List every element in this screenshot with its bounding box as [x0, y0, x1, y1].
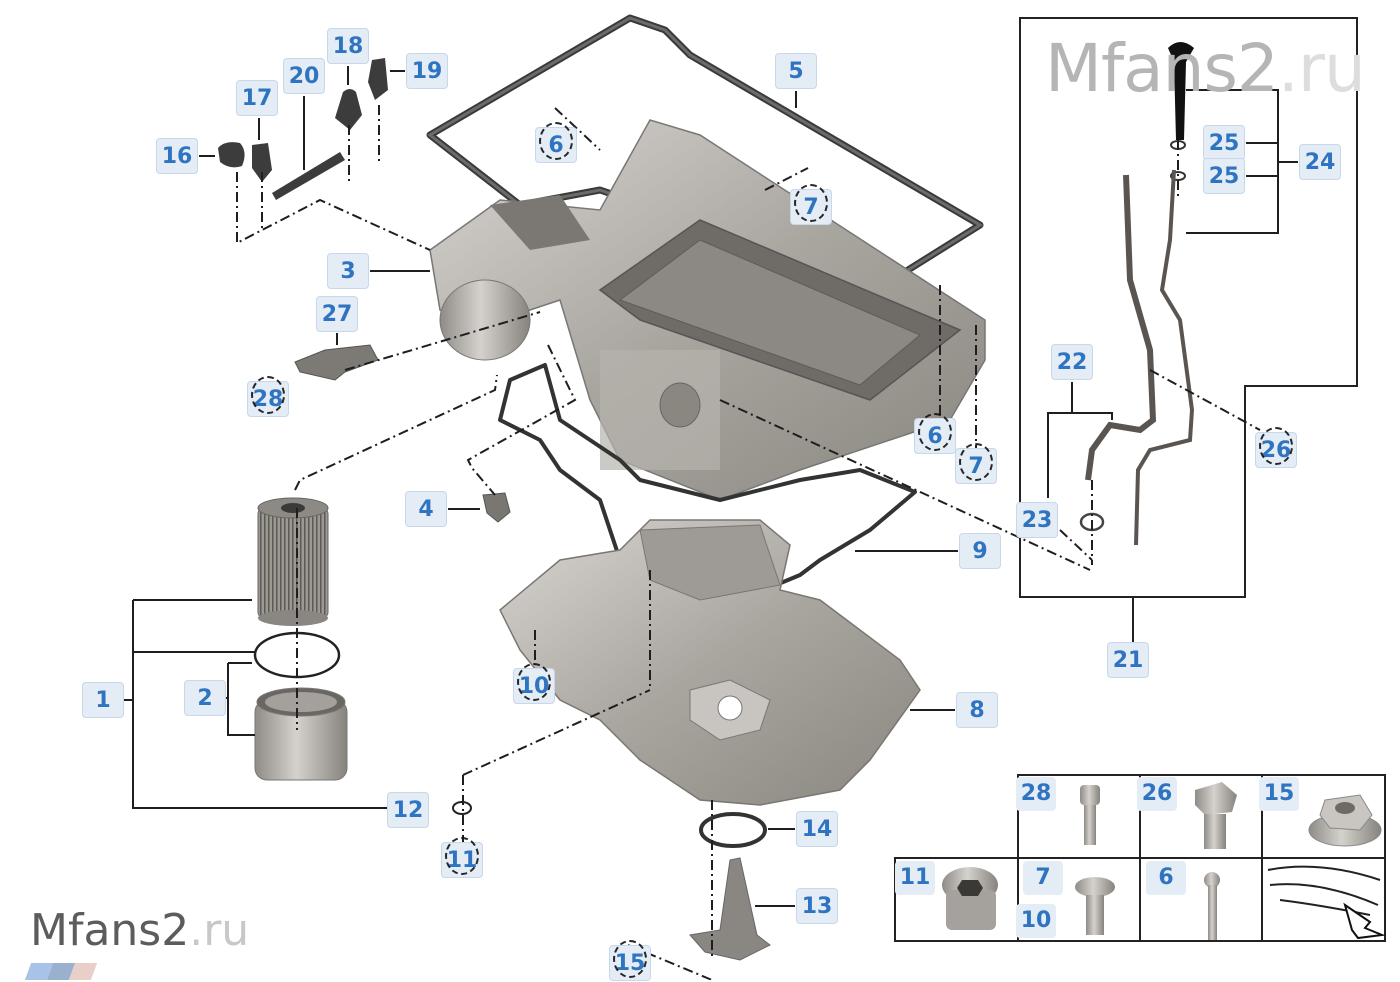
callout-part-15[interactable]: 15 [609, 940, 651, 981]
seal-part-12 [452, 801, 472, 815]
callout-part-21[interactable]: 21 [1107, 642, 1149, 678]
grid-label-11[interactable]: 11 [895, 861, 935, 895]
grid-label-10[interactable]: 10 [1016, 904, 1056, 938]
callout-part-25[interactable]: 25 [1203, 125, 1245, 161]
callout-part-11[interactable]: 11 [441, 837, 483, 878]
oil-sensor-part-27 [294, 344, 379, 381]
callout-part-8[interactable]: 8 [956, 692, 998, 728]
callout-part-22[interactable]: 22 [1051, 344, 1093, 380]
oil-level-sensor-part-13 [689, 857, 771, 961]
watermark-bottom: Mfans2.ru [30, 905, 250, 956]
dipstick-handle [1168, 42, 1194, 140]
oil-filter-cover [254, 687, 348, 781]
callout-part-5[interactable]: 5 [775, 53, 817, 89]
callout-part-20[interactable]: 20 [283, 58, 325, 94]
callout-part-18[interactable]: 18 [327, 28, 369, 64]
callout-part-17[interactable]: 17 [236, 80, 278, 116]
callout-part-6[interactable]: 6 [914, 413, 956, 454]
callout-part-19[interactable]: 19 [406, 53, 448, 89]
callout-part-6[interactable]: 6 [535, 122, 577, 163]
fastener-illustrations [942, 782, 1386, 940]
callout-part-4[interactable]: 4 [405, 491, 447, 527]
oil-switch-part-4 [482, 492, 511, 523]
callout-part-27[interactable]: 27 [316, 296, 358, 332]
filter-housing [439, 279, 531, 361]
dipstick-guide-tube-part-21 [1134, 169, 1195, 546]
callout-part-9[interactable]: 9 [959, 533, 1001, 569]
callout-part-3[interactable]: 3 [327, 253, 369, 289]
leader-lines [124, 66, 1298, 907]
dashed-leader-lines [236, 105, 1261, 980]
callout-part-12[interactable]: 12 [387, 792, 429, 828]
callout-part-16[interactable]: 16 [156, 138, 198, 174]
small-parts-16-20 [218, 58, 388, 200]
grid-label-26[interactable]: 26 [1137, 777, 1177, 811]
callout-part-23[interactable]: 23 [1016, 502, 1058, 538]
callout-part-7[interactable]: 7 [790, 184, 832, 225]
callout-part-13[interactable]: 13 [796, 888, 838, 924]
callout-part-25[interactable]: 25 [1203, 158, 1245, 194]
callout-part-2[interactable]: 2 [184, 680, 226, 716]
callout-part-28[interactable]: 28 [247, 376, 289, 417]
callout-part-1[interactable]: 1 [82, 682, 124, 718]
callout-part-10[interactable]: 10 [513, 663, 555, 704]
callout-part-24[interactable]: 24 [1299, 144, 1341, 180]
fastener-grid [894, 774, 1386, 942]
callout-part-26[interactable]: 26 [1255, 427, 1297, 468]
lower-oil-pan-part-8 [499, 519, 921, 806]
watermark-top: Mfans2.ru [1045, 30, 1366, 107]
lower-gasket-part-9 [498, 363, 917, 602]
dipstick-tube-part-22 [1085, 174, 1157, 481]
grid-label-6[interactable]: 6 [1146, 861, 1186, 895]
oil-filter-element [257, 497, 329, 626]
callout-part-7[interactable]: 7 [955, 443, 997, 484]
grid-label-15[interactable]: 15 [1259, 777, 1299, 811]
callout-part-14[interactable]: 14 [796, 811, 838, 847]
seal-ring-part-14 [699, 812, 767, 848]
grid-label-7[interactable]: 7 [1023, 861, 1063, 895]
grid-label-28[interactable]: 28 [1016, 777, 1056, 811]
dipstick-group-frame [1019, 17, 1358, 598]
